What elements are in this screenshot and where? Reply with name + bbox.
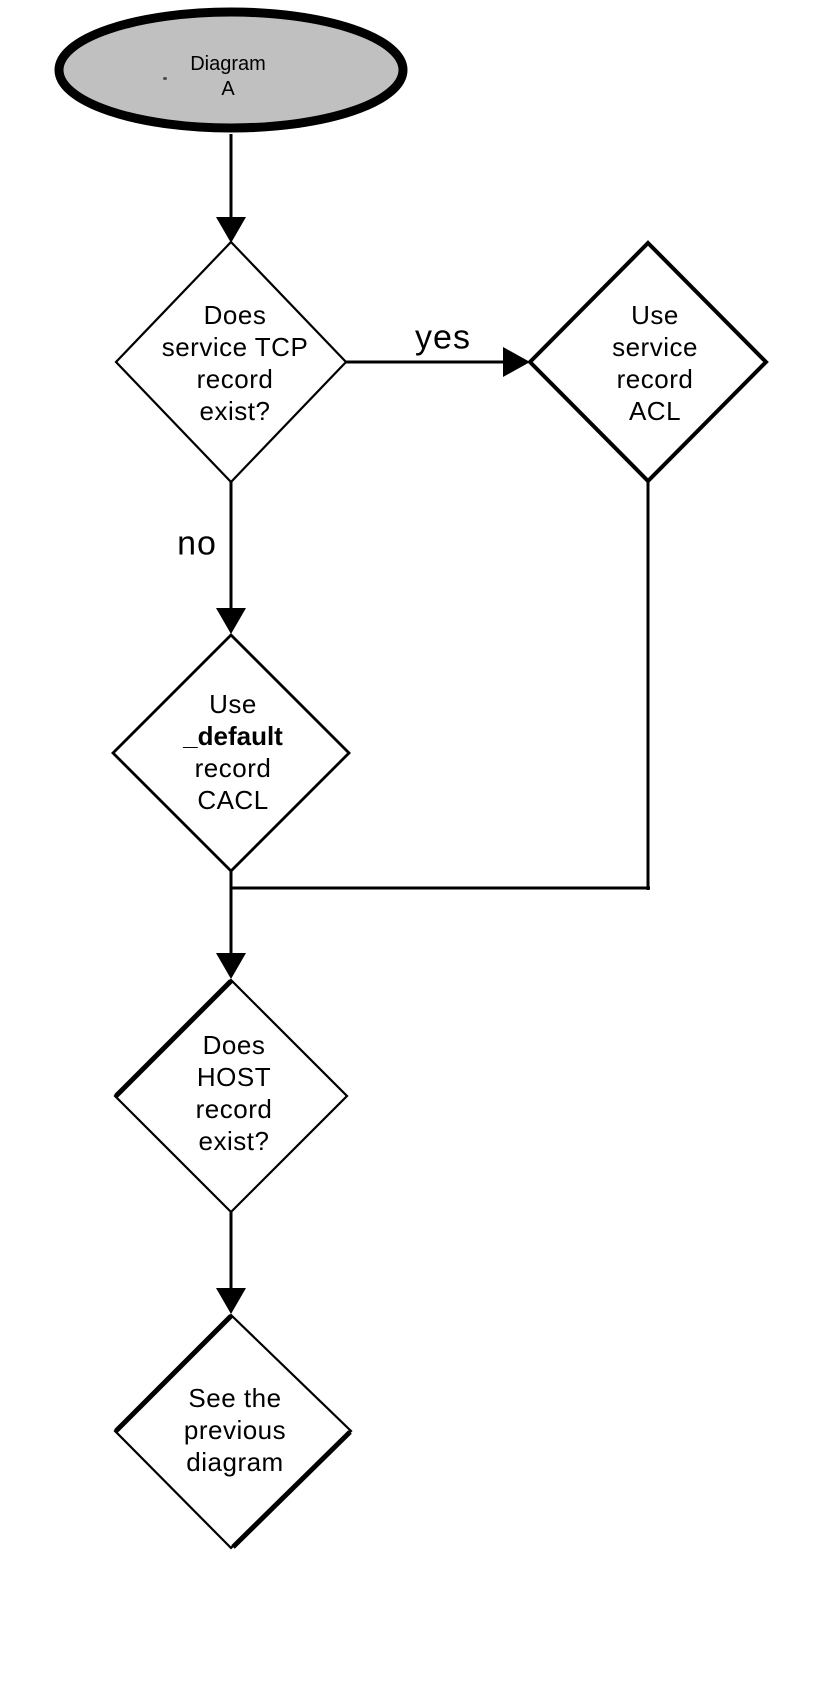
decision-service-acl-shape — [527, 240, 769, 484]
decision-see-previous-thick-edge-top-left — [114, 1314, 233, 1433]
decision-line-default-keyword: _default — [183, 721, 283, 751]
decision-service-tcp-shape — [114, 240, 348, 484]
arrowhead-right-into-service-acl — [503, 347, 530, 377]
decision-default-cacl-shape — [111, 633, 351, 873]
decision-line: exist? — [198, 1126, 270, 1156]
decision-line: previous — [183, 1415, 287, 1445]
decision-default-cacl-label: Use _default record CACL — [183, 688, 283, 816]
edge-label-no: no — [177, 524, 217, 563]
decision-service-tcp-label: Does service TCP record exist? — [162, 299, 309, 427]
decision-line: Does — [203, 300, 267, 330]
decision-line: record — [194, 753, 272, 783]
decision-line: record — [616, 364, 694, 394]
decision-line: See the — [188, 1383, 282, 1413]
start-label-line: Diagram — [190, 53, 266, 75]
arrowhead-down-into-host-record — [216, 953, 246, 979]
decision-host-record-label: Does HOST record exist? — [196, 1029, 273, 1157]
start-terminator-shape — [54, 7, 408, 133]
decision-line: exist? — [199, 396, 271, 426]
start-label-line: A — [221, 78, 235, 100]
edge-label-yes: yes — [415, 318, 471, 357]
arrowhead-down-into-service-tcp — [216, 217, 246, 243]
decision-service-acl-label: Use service record ACL — [612, 299, 698, 427]
arrowhead-down-into-default-cacl — [216, 608, 246, 634]
decision-line: Use — [631, 300, 679, 330]
decision-line: HOST — [196, 1062, 272, 1092]
arrowhead-down-into-see-previous — [216, 1288, 246, 1314]
decision-line: record — [196, 364, 274, 394]
start-terminator-label: Diagram A — [190, 52, 266, 102]
decision-host-record-thick-edge — [114, 979, 233, 1098]
decision-line: CACL — [197, 785, 269, 815]
decision-line: record — [195, 1094, 273, 1124]
decision-line: Does — [202, 1030, 266, 1060]
decision-line: service — [612, 332, 698, 362]
decision-see-previous-thick-edge-bottom-right — [231, 1430, 352, 1549]
decision-line: ACL — [628, 396, 682, 426]
decision-see-previous-label: See the previous diagram — [184, 1382, 286, 1478]
decision-line: service TCP — [161, 332, 309, 362]
stray-mark — [163, 77, 167, 80]
decision-line: diagram — [186, 1447, 284, 1477]
decision-line: Use — [209, 689, 257, 719]
